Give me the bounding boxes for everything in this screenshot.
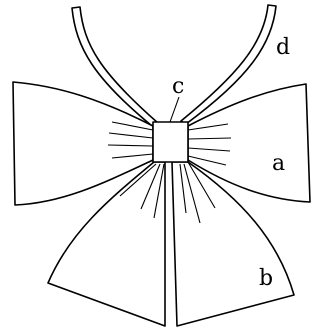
label-c-leader [169, 96, 180, 123]
tails-b [47, 161, 295, 327]
loop-left [12, 81, 154, 206]
crease-line [187, 147, 231, 152]
crease-lines [107, 121, 232, 224]
loops-a [12, 81, 311, 206]
crease-line [140, 163, 161, 210]
tail-left [47, 161, 166, 327]
crease-line [111, 153, 154, 159]
crease-line [187, 161, 216, 209]
label-c: c [172, 74, 184, 99]
tail-right [171, 161, 295, 327]
crease-line [108, 132, 154, 139]
crease-line [153, 163, 165, 219]
label-b: b [259, 266, 273, 291]
crease-line [187, 155, 227, 166]
crease-line [187, 123, 229, 131]
crease-line [119, 163, 157, 197]
label-a: a [272, 151, 285, 176]
crease-line [187, 137, 232, 140]
crease-line [107, 144, 154, 147]
loop-right [187, 83, 311, 203]
crease-line [183, 163, 201, 224]
crease-line [179, 163, 187, 214]
label-d: d [276, 35, 290, 60]
knot-c [152, 121, 189, 163]
crease-line [111, 121, 154, 131]
